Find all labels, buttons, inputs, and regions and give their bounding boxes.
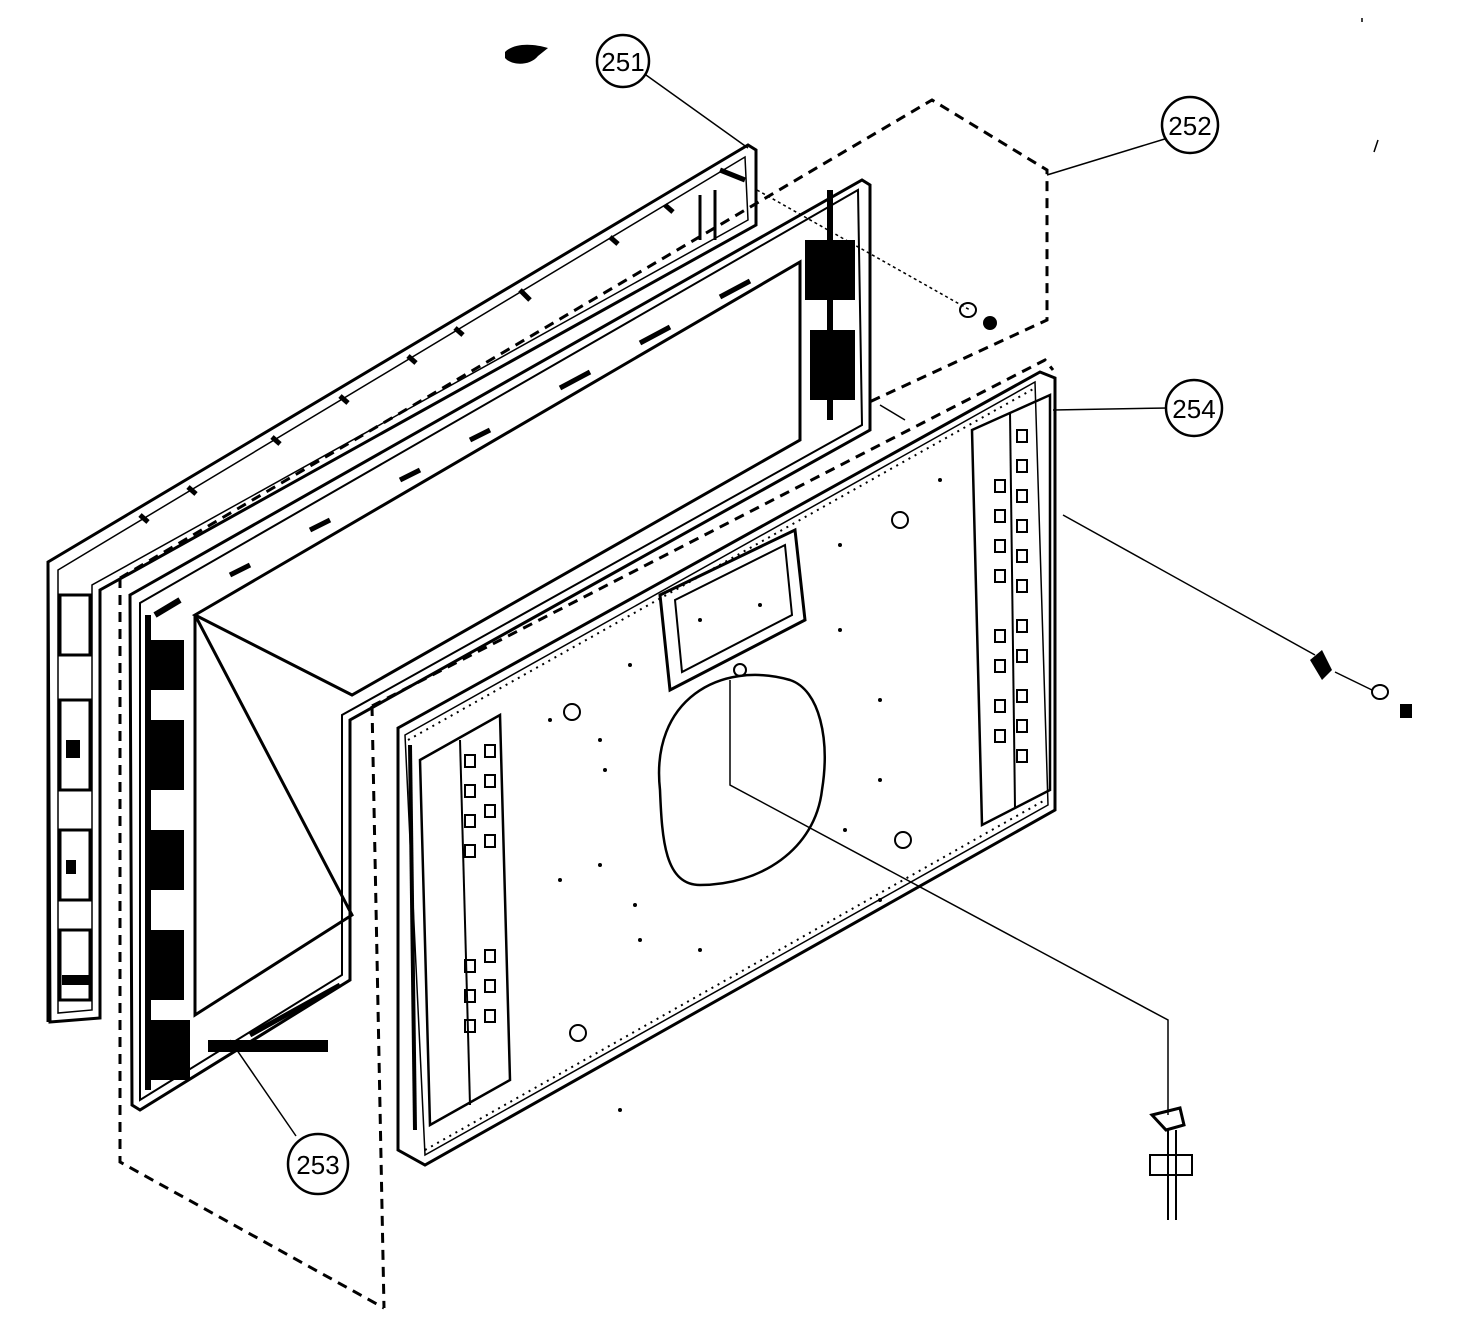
spring-clip-icon bbox=[505, 44, 548, 64]
leader-lines bbox=[229, 18, 1379, 1137]
dashed-outline-252 bbox=[118, 98, 1049, 1310]
screw-top-icon bbox=[959, 302, 997, 330]
knob-right-icon bbox=[1310, 650, 1412, 718]
callout-253: 253 bbox=[286, 1132, 350, 1196]
callout-252-label: 252 bbox=[1168, 111, 1211, 141]
front-bezel-251 bbox=[46, 143, 758, 1024]
callout-254-label: 254 bbox=[1172, 394, 1215, 424]
cable-connector-icon bbox=[729, 680, 1193, 1220]
callout-254: 254 bbox=[1164, 378, 1224, 438]
callout-253-label: 253 bbox=[296, 1150, 339, 1180]
callout-251-label: 251 bbox=[601, 47, 644, 77]
rear-panel-254 bbox=[396, 370, 1057, 1167]
callout-252: 252 bbox=[1160, 95, 1220, 155]
callout-251: 251 bbox=[595, 33, 651, 89]
inner-frame-253 bbox=[128, 178, 872, 1112]
dashed-outline-254 bbox=[370, 358, 1055, 1309]
